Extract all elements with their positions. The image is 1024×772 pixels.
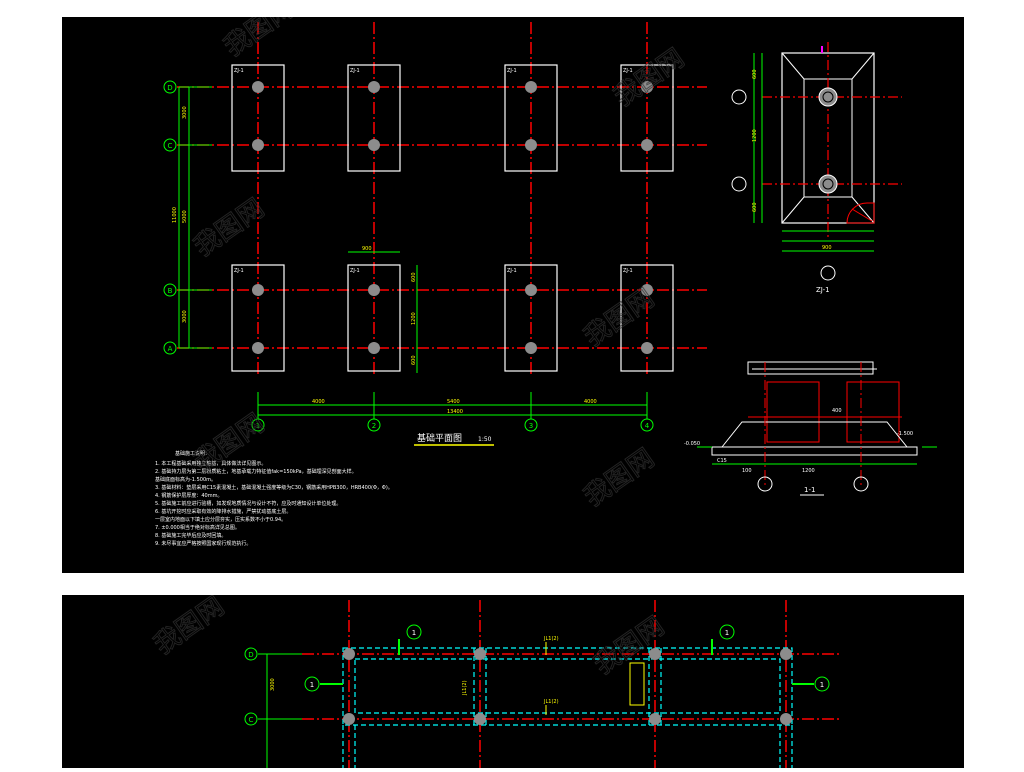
footing-label-d3: ZJ-1 (507, 68, 517, 74)
footing-zj1-d2 (347, 64, 401, 172)
notes-line-5: 4. 钢筋保护层厚度：40mm。 (155, 492, 222, 499)
dim-left-2: 5000 (182, 210, 188, 223)
dim-bottom-total: 13400 (447, 409, 463, 415)
section-mark-4: 1 (820, 681, 824, 689)
notes-line-10: 8. 基础施工完毕后应及时回填。 (155, 532, 226, 539)
dim-left-1: 3000 (182, 106, 188, 119)
notes-line-3: 基础底面标高为-1.500m。 (155, 476, 216, 483)
footing-dim-bottom: 600 (411, 355, 417, 365)
axis-label-3: 3 (529, 422, 533, 430)
foundation-plan-drawing: D C B A 1 2 3 4 3000 5000 3000 11000 400… (155, 0, 937, 547)
notes-line-7: 6. 基坑开挖时应采取有效的降排水措施，严禁扰动基底土层。 (155, 508, 291, 515)
axis-label-d: D (167, 84, 172, 92)
beam-dim-left: 3000 (270, 678, 276, 691)
footing-label-d1: ZJ-1 (234, 68, 244, 74)
watermark-6: 我图网 (579, 443, 660, 512)
section-label-elev-bottom: -1.500 (897, 431, 913, 437)
beam-columns (343, 648, 792, 725)
section-markers: 1 1 1 1 (304, 624, 830, 692)
plan-title: 基础平面图 (417, 432, 462, 444)
dim-bottom-1: 4000 (312, 399, 325, 405)
section-1-1: -0.050 C15 100 1200 -1.500 400 1-1 (684, 361, 937, 496)
section-label-400: 400 (832, 408, 842, 414)
footing-zj1-a3 (504, 264, 558, 372)
footing-zj1-d3 (504, 64, 558, 172)
beam-plan-drawing: D C 3000 1 1 1 1 JL1(2) JL1(2) JL1(2) 我图… (148, 591, 842, 768)
section-label-elev-top: -0.050 (684, 441, 700, 447)
zj-dim-1: 600 (752, 69, 758, 79)
axis-label-a: A (168, 345, 173, 353)
dimension-lines (178, 86, 648, 422)
beam-label-1: JL1(2) (543, 636, 559, 642)
dim-bottom-2: 5400 (447, 399, 460, 405)
beam-labels: JL1(2) JL1(2) JL1(2) (462, 636, 559, 715)
dim-bottom-3: 4000 (584, 399, 597, 405)
pile-columns (252, 81, 653, 354)
axis-label-2: 2 (372, 422, 376, 430)
zj1-detail: 600 1200 600 900 ZJ-1 (731, 42, 902, 294)
footing-label-a4: ZJ-1 (623, 268, 633, 274)
axis-label-1: 1 (256, 422, 260, 430)
plan-scale: 1:50 (478, 436, 492, 443)
beam-axis-d: D (248, 651, 253, 659)
section-title: 1-1 (804, 486, 815, 494)
footing-dim-top: 600 (411, 272, 417, 282)
footing-labels: ZJ-1 ZJ-1 ZJ-1 ZJ-1 ZJ-1 ZJ-1 ZJ-1 ZJ-1 (234, 68, 633, 274)
footing-label-d4: ZJ-1 (623, 68, 633, 74)
notes-line-11: 9. 未尽事宜应严格按照国家现行规范执行。 (155, 540, 251, 547)
notes-line-6: 5. 基础施工前应进行验槽，如发现地质情况与设计不符，应及时通知设计单位处理。 (155, 500, 341, 507)
section-mark-2: 1 (725, 629, 729, 637)
axis-bubbles-rows: D C B A (163, 80, 177, 355)
notes-line-8: 一层室内地面以下填土应分层夯实，压实系数不小于0.94。 (155, 516, 286, 523)
axis-grid (177, 22, 707, 377)
foundation-plan-sheet: D C B A 1 2 3 4 3000 5000 3000 11000 400… (62, 0, 964, 573)
footing-label-a2: ZJ-1 (350, 268, 360, 274)
notes-line-4: 3. 基础材料：垫层采用C15素混凝土，基础混凝土强度等级为C30，钢筋采用HP… (155, 484, 393, 491)
beam-axis-bubbles: D C 3000 (244, 647, 302, 768)
axis-bubbles-cols: 1 2 3 4 (251, 418, 654, 432)
beam-axis-c: C (249, 716, 254, 724)
footing-label-d2: ZJ-1 (350, 68, 360, 74)
footing-width-dim: 900 (362, 246, 372, 252)
watermark-5: 我图网 (189, 408, 270, 477)
footing-zj1-a4 (620, 264, 674, 372)
notes-line-9: 7. ±0.000相当于绝对标高详见总图。 (155, 524, 240, 531)
zj-detail-title: ZJ-1 (816, 286, 830, 294)
axis-label-b: B (168, 287, 173, 295)
axis-label-4: 4 (645, 422, 650, 430)
footing-zj1-a1 (231, 264, 285, 372)
watermark-1: 我图网 (219, 17, 300, 63)
footing-dim-mid: 1200 (411, 312, 417, 325)
beams (342, 647, 793, 768)
section-label-100: 100 (742, 468, 752, 474)
footing-zj1-a2 (347, 264, 401, 372)
footing-label-a3: ZJ-1 (507, 268, 517, 274)
zj-dim-4: 900 (822, 245, 832, 251)
section-label-1200: 1200 (802, 468, 815, 474)
notes-line-1: 1. 本工程基础采用独立桩基，具体做法详见图示。 (155, 460, 266, 467)
beam-label-3: JL1(2) (462, 680, 468, 696)
notes-title: 基础施工说明： (175, 450, 210, 457)
beam-axis-grid (302, 600, 842, 768)
notes-block: 基础施工说明： 1. 本工程基础采用独立桩基，具体做法详见图示。 2. 基础持力… (155, 450, 393, 547)
footing-zj1-d4 (620, 64, 674, 172)
watermark-7: 我图网 (149, 595, 230, 661)
section-mark-1: 1 (412, 629, 416, 637)
dim-left-total: 11000 (172, 207, 178, 223)
footing-label-a1: ZJ-1 (234, 268, 244, 274)
footing-zj1-d1 (231, 64, 285, 172)
notes-line-2: 2. 基础持力层为第二层粉质粘土，地基承载力特征值fak=150kPa，基础埋深… (155, 468, 357, 475)
beam-label-2: JL1(2) (543, 699, 559, 705)
dim-left-3: 3000 (182, 310, 188, 323)
watermark-8: 我图网 (589, 611, 670, 680)
zj-dim-3: 600 (752, 202, 758, 212)
dimension-texts: 3000 5000 3000 11000 4000 5400 4000 1340… (172, 106, 597, 415)
footings (231, 64, 674, 372)
axis-label-c: C (168, 142, 173, 150)
zj-dim-2: 1200 (752, 129, 758, 142)
beam-annotation-box (629, 662, 645, 706)
beam-plan-sheet: D C 3000 1 1 1 1 JL1(2) JL1(2) JL1(2) 我图… (62, 591, 964, 768)
section-label-concrete: C15 (717, 458, 727, 464)
section-mark-3: 1 (310, 681, 314, 689)
